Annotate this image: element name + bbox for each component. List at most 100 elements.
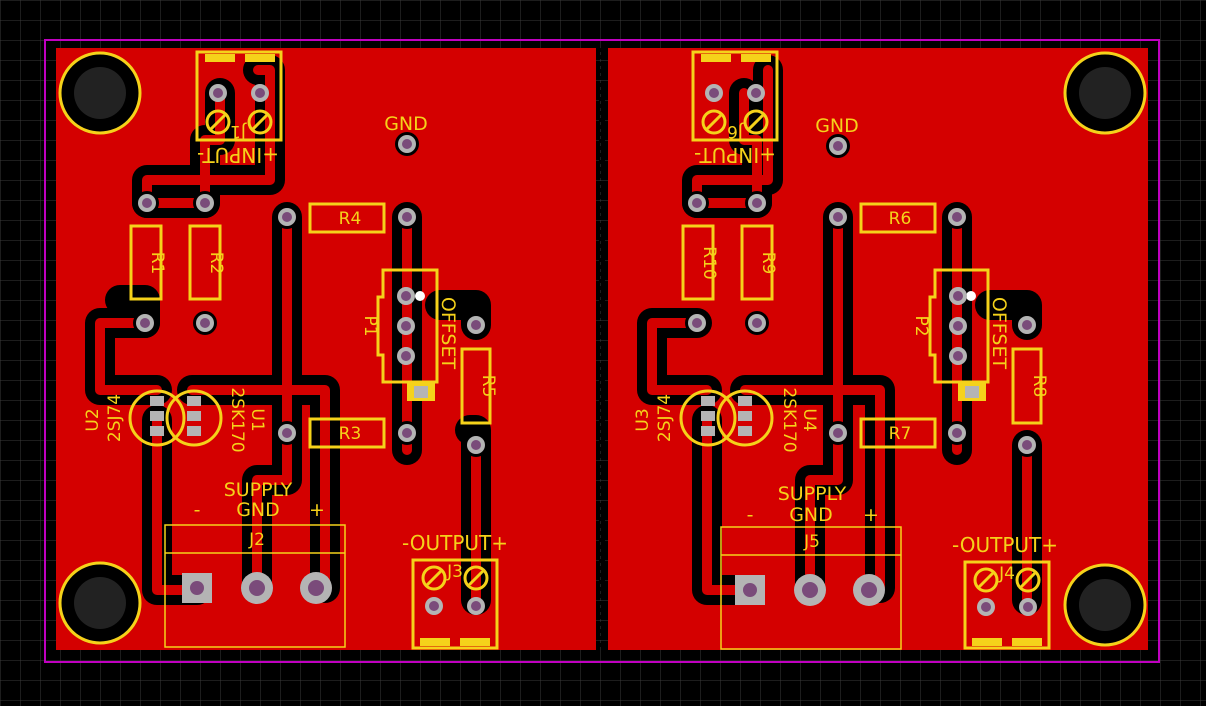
supply-plus: + xyxy=(309,499,325,521)
pad xyxy=(745,311,769,335)
transistor-u4: 2SK170 U4 xyxy=(716,387,819,453)
transistor-ref: U4 xyxy=(799,408,819,431)
connector-ref: J3 xyxy=(446,562,463,582)
output-label: -OUTPUT+ xyxy=(952,533,1058,557)
supply-gnd: GND xyxy=(236,499,280,521)
transistor-ref: U1 xyxy=(247,408,267,431)
transistor-ref: U3 xyxy=(633,408,653,431)
connector-ref: J4 xyxy=(998,564,1015,584)
input-label: +INPUT- xyxy=(694,143,776,167)
resistor-r6: R6 xyxy=(859,202,937,234)
pad xyxy=(193,311,217,335)
pad xyxy=(949,347,967,365)
pad xyxy=(826,205,850,229)
transistor-part: 2SK170 xyxy=(779,387,799,452)
pad xyxy=(745,191,769,215)
right-board: J6 +INPUT- GND R10 R9 R6 R7 R8 P xyxy=(633,50,1147,650)
pad xyxy=(135,191,159,215)
pads-left xyxy=(133,191,488,457)
gnd-pad xyxy=(826,134,850,158)
transistor-part: 2SK170 xyxy=(227,387,247,452)
pad xyxy=(133,311,157,335)
mount-hole xyxy=(1063,51,1147,135)
supply-gnd: GND xyxy=(789,504,833,526)
resistor-ref: R2 xyxy=(206,252,226,275)
pad xyxy=(685,311,709,335)
supply-connector-j2: J2 xyxy=(164,524,346,648)
resistor-ref: R8 xyxy=(1029,375,1049,398)
input-connector-j1: J1 xyxy=(195,50,283,142)
resistor-ref: R5 xyxy=(478,375,498,398)
supply-connector-j5: J5 xyxy=(720,526,902,650)
pad xyxy=(395,421,419,445)
supply-label: SUPPLY xyxy=(224,479,293,501)
resistor-ref: R1 xyxy=(147,252,167,275)
pad xyxy=(397,347,415,365)
transistor-part: 2SJ74 xyxy=(105,394,125,442)
pad xyxy=(685,191,709,215)
resistor-ref: R4 xyxy=(339,209,362,229)
supply-minus: - xyxy=(194,499,201,521)
mount-hole xyxy=(58,561,142,645)
input-connector-j6: J6 xyxy=(691,50,779,142)
transistor-u2: 2SJ74 U2 xyxy=(83,389,186,447)
pad xyxy=(945,421,969,445)
supply-plus: + xyxy=(863,504,879,526)
pad xyxy=(193,191,217,215)
connector-ref-j6: J6 xyxy=(727,121,744,141)
resistor-r8: R8 xyxy=(1011,347,1049,425)
output-connector-j4: J4 xyxy=(963,560,1051,650)
resistor-r2: R2 xyxy=(188,224,226,301)
connector-ref: J2 xyxy=(248,530,265,550)
supply-minus: - xyxy=(747,504,754,526)
potentiometer-p1: P1 OFFSET xyxy=(360,268,459,401)
resistor-r4: R4 xyxy=(308,202,386,234)
pad xyxy=(397,287,415,305)
transistor-part: 2SJ74 xyxy=(655,394,675,442)
output-label: -OUTPUT+ xyxy=(402,531,508,555)
resistor-r3: R3 xyxy=(308,417,386,449)
output-connector-j3: J3 xyxy=(411,558,499,650)
input-label: +INPUT- xyxy=(197,143,279,167)
offset-label: OFFSET xyxy=(988,297,1010,370)
mount-hole xyxy=(1063,563,1147,647)
pad xyxy=(826,421,850,445)
resistor-r10: R10 xyxy=(681,224,719,301)
transistor-u1: 2SK170 U1 xyxy=(165,387,267,453)
pad xyxy=(464,433,488,457)
supply-label: SUPPLY xyxy=(778,483,847,505)
resistor-r9: R9 xyxy=(740,224,778,301)
resistor-ref: R6 xyxy=(889,209,912,229)
board-outline xyxy=(44,39,1160,663)
pot-ref: P1 xyxy=(360,315,380,336)
pad xyxy=(275,421,299,445)
pads-right xyxy=(685,191,1039,457)
pad xyxy=(1015,313,1039,337)
pot-ref: P2 xyxy=(911,315,931,336)
gnd-label: GND xyxy=(815,115,859,137)
pad xyxy=(949,317,967,335)
left-board: J1 +INPUT- GND R1 R2 R4 R3 R5 xyxy=(58,50,508,650)
resistor-ref: R10 xyxy=(699,246,719,279)
resistor-r1: R1 xyxy=(129,224,167,301)
resistor-ref: R3 xyxy=(339,424,362,444)
pad xyxy=(397,317,415,335)
pad xyxy=(1015,433,1039,457)
transistor-ref: U2 xyxy=(83,408,103,431)
connector-ref: J5 xyxy=(803,532,820,552)
pad xyxy=(949,287,967,305)
transistor-u3: 2SJ74 U3 xyxy=(633,389,737,447)
pad xyxy=(464,313,488,337)
resistor-r7: R7 xyxy=(859,417,937,449)
pad xyxy=(945,205,969,229)
resistor-ref: R9 xyxy=(758,252,778,275)
connector-ref-j1: J1 xyxy=(230,121,247,141)
pad xyxy=(275,205,299,229)
resistor-r5: R5 xyxy=(460,347,498,425)
offset-label: OFFSET xyxy=(437,297,459,370)
pad xyxy=(395,205,419,229)
potentiometer-p2: P2 OFFSET xyxy=(911,268,1010,401)
mount-hole xyxy=(58,51,142,135)
